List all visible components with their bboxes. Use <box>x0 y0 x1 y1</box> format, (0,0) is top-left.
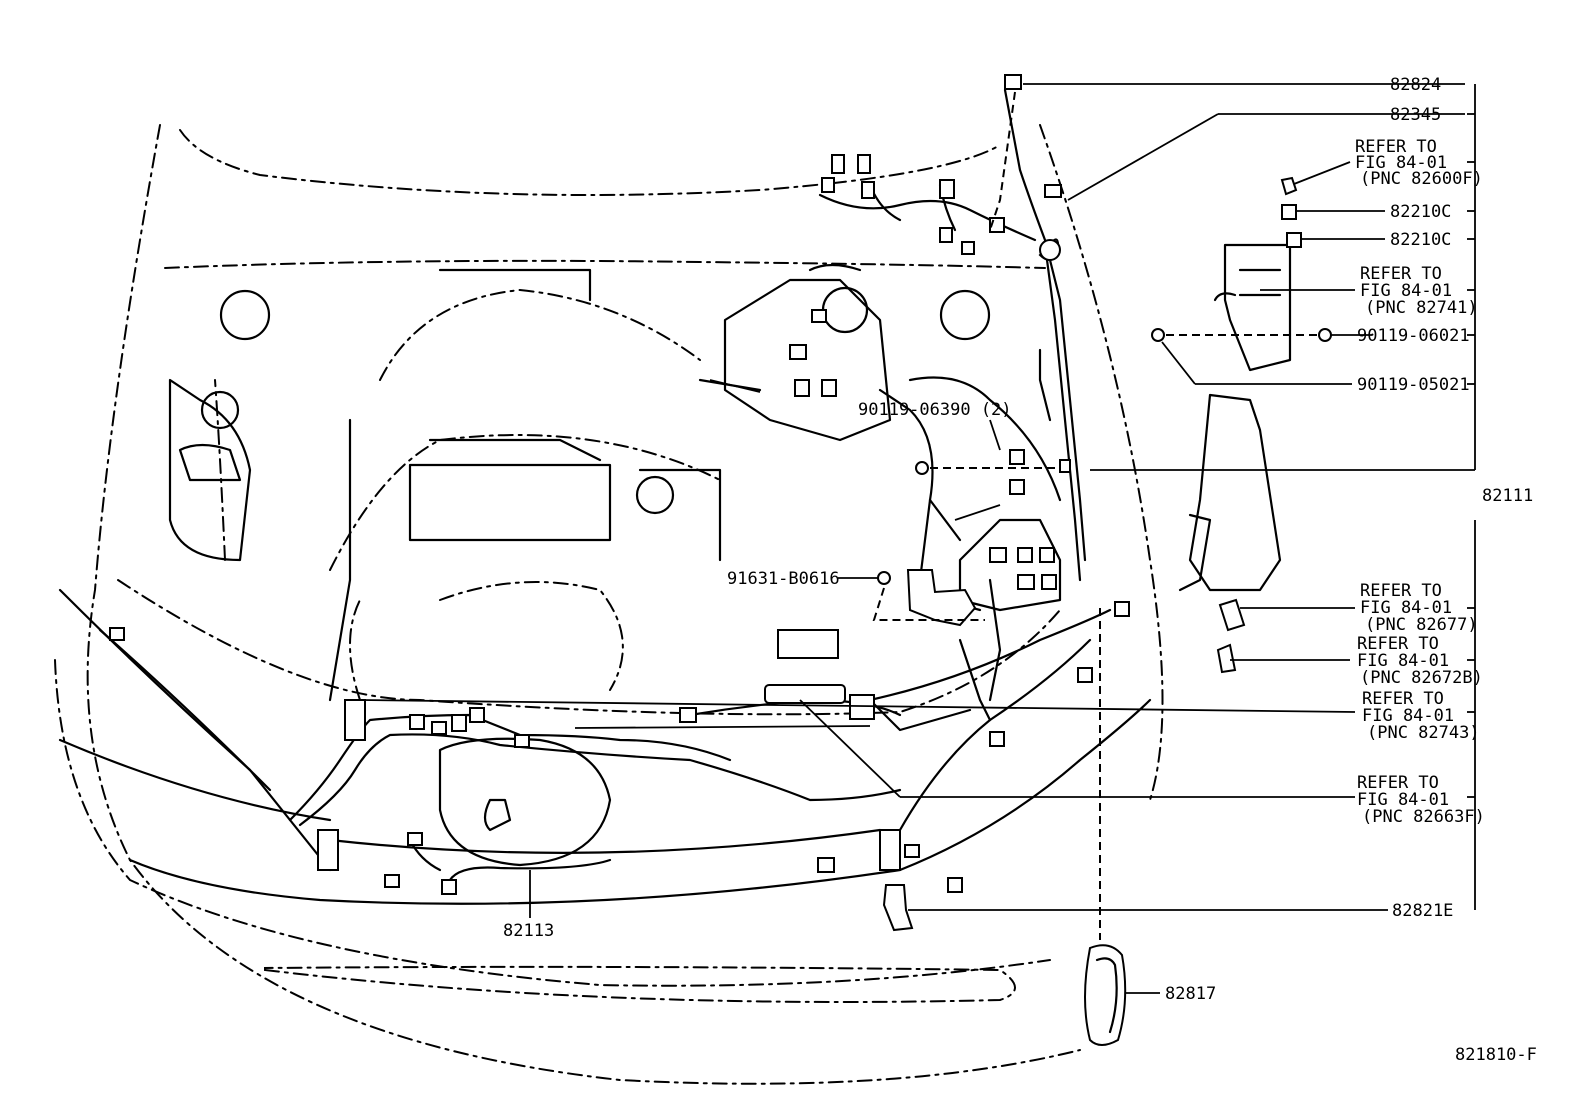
label-ref-82600f-line3: (PNC 82600F) <box>1360 169 1483 189</box>
wire-harness-82111 <box>818 88 1087 732</box>
label-ref-82663f-line1: REFER TO <box>1357 773 1439 793</box>
label-90119-06021: 90119-06021 <box>1357 326 1470 346</box>
label-ref-82663f-line3: (PNC 82663F) <box>1362 807 1485 827</box>
label-ref-82600f-line2: FIG 84-01 <box>1355 153 1447 173</box>
harness-connectors <box>109 74 1130 895</box>
figure-id: 821810-F <box>1455 1045 1537 1065</box>
label-ref-82663f-line2: FIG 84-01 <box>1357 790 1449 810</box>
label-82345: 82345 <box>1390 105 1441 125</box>
label-82824: 82824 <box>1390 75 1441 95</box>
label-91631-b0616: 91631-B0616 <box>727 569 840 589</box>
label-ref-82741-line3: (PNC 82741) <box>1365 298 1478 318</box>
label-82210c-b: 82210C <box>1390 230 1451 250</box>
label-82111: 82111 <box>1482 486 1533 506</box>
callout-labels: 82824 82345 REFER TO FIG 84-01 (PNC 8260… <box>503 75 1537 1065</box>
label-82113: 82113 <box>503 921 554 941</box>
label-82821e: 82821E <box>1392 901 1453 921</box>
label-ref-82672b-line3: (PNC 82672B) <box>1360 668 1483 688</box>
callout-leaders <box>359 83 1476 994</box>
small-parts <box>877 176 1332 1046</box>
dashed-leaders <box>872 91 1318 940</box>
label-ref-82677-line1: REFER TO <box>1360 581 1442 601</box>
label-ref-82743-line3: (PNC 82743) <box>1367 723 1480 743</box>
label-ref-82741-line1: REFER TO <box>1360 264 1442 284</box>
label-82210c-a: 82210C <box>1390 202 1451 222</box>
label-ref-82743-line2: FIG 84-01 <box>1362 706 1454 726</box>
vehicle-body-outline <box>54 124 1164 1085</box>
label-82817: 82817 <box>1165 984 1216 1004</box>
label-ref-82600f-line1: REFER TO <box>1355 137 1437 157</box>
label-ref-82741-line2: FIG 84-01 <box>1360 281 1452 301</box>
label-ref-82672b-line2: FIG 84-01 <box>1357 651 1449 671</box>
label-90119-05021: 90119-05021 <box>1357 375 1470 395</box>
label-ref-82677-line2: FIG 84-01 <box>1360 598 1452 618</box>
label-ref-82743-line1: REFER TO <box>1362 689 1444 709</box>
label-ref-82677-line3: (PNC 82677) <box>1365 615 1478 635</box>
label-90119-06390: 90119-06390 (2) <box>858 400 1012 420</box>
label-ref-82672b-line1: REFER TO <box>1357 634 1439 654</box>
